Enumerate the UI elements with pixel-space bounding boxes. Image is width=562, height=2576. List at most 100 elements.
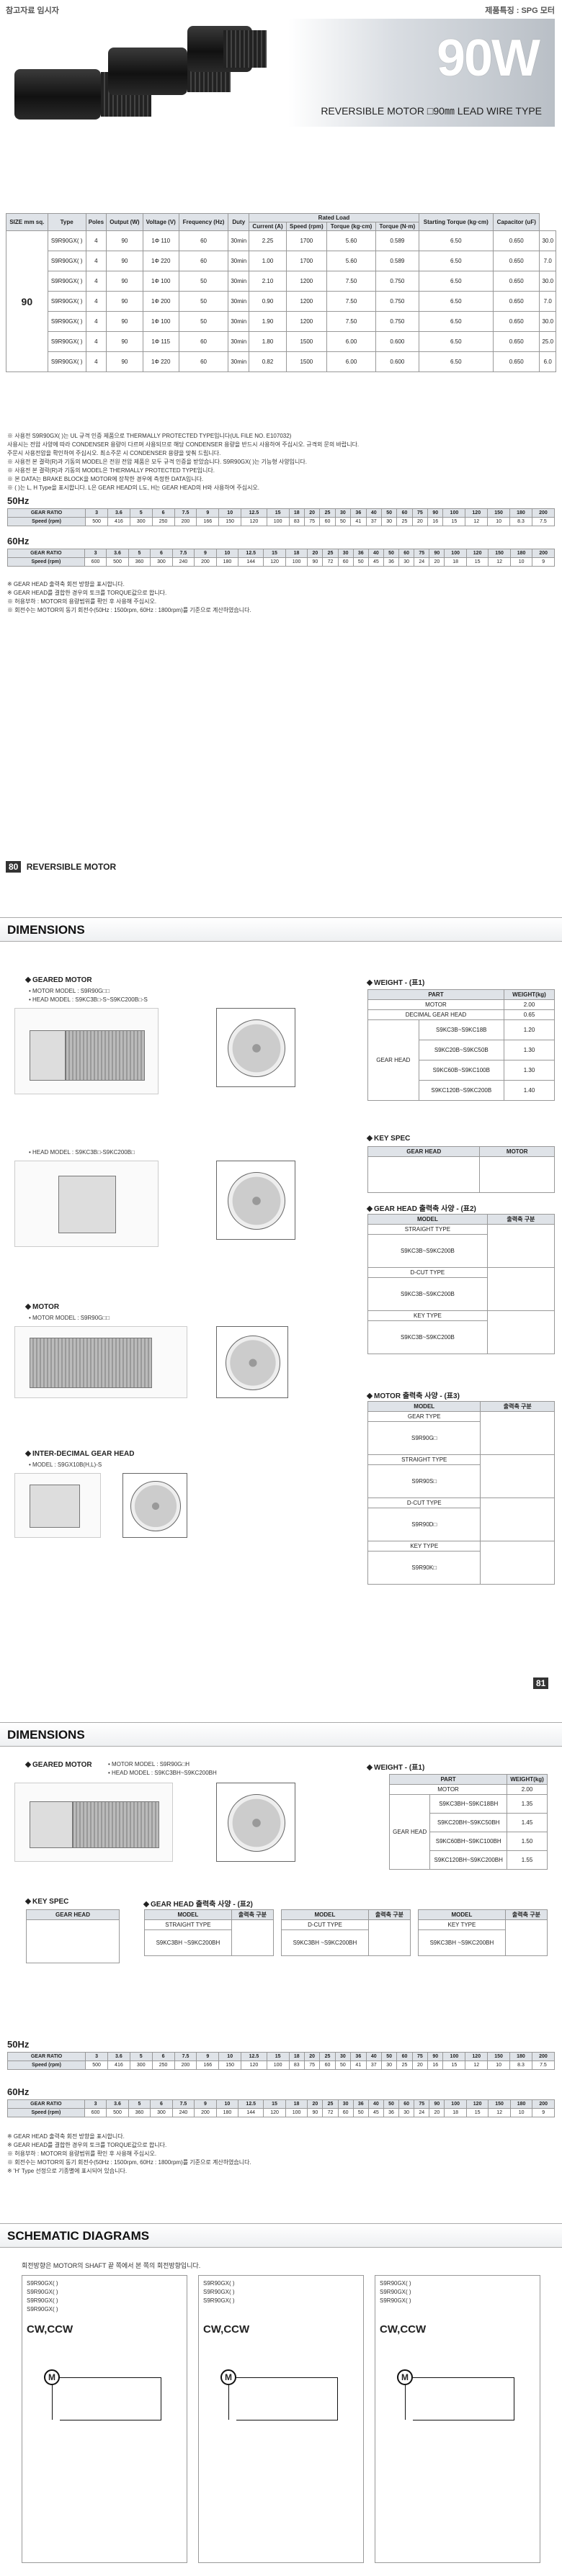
cw-ccw-label: CW,CCW <box>27 2323 73 2336</box>
note-line: ※ 허용부하 : MOTOR의 용량범위를 확인 후 사용해 주십시오. <box>7 598 157 605</box>
th-duty: Duty <box>228 213 250 231</box>
th-output: Output (W) <box>106 213 143 231</box>
page-footer-81: 81 <box>533 1677 551 1689</box>
note-line: 사용시는 전압 사양에 따라 CONDENSER 용량이 다르며 사용되므로 해… <box>7 441 360 448</box>
inter-decimal-face-drawing <box>122 1473 187 1538</box>
motor-drawing <box>14 1326 187 1398</box>
th-poles: Poles <box>85 213 107 231</box>
geared-motor-model-2: • MOTOR MODEL : S9R90G□H <box>108 1761 189 1767</box>
hz60-title: 60Hz <box>7 536 30 546</box>
th-size: SIZE mm sq. <box>6 213 48 231</box>
top-left-tag: 참고자료 임시자 <box>6 6 59 15</box>
weight-title-2: WEIGHT - (표1) <box>366 1761 424 1772</box>
motor-face-drawing <box>216 1326 288 1398</box>
geared-head-model-2: • HEAD MODEL : S9KC3BH~S9KC200BH <box>108 1770 217 1776</box>
diamond-icon <box>24 1303 32 1310</box>
weight-title: WEIGHT - (표1) <box>366 976 424 987</box>
note-line: ※ 회전수는 MOTOR의 동기 회전수(50Hz : 1500rpm, 60H… <box>7 2159 251 2166</box>
note-line: ※ 본 DATA는 BRAKE BLOCK을 MOTOR에 장착한 경우에 측정… <box>7 476 204 482</box>
note-line: ※ GEAR HEAD 출력축 회전 방향을 표시합니다. <box>7 2133 125 2140</box>
motor-label: MOTOR <box>24 1303 59 1311</box>
diamond-icon <box>24 1898 32 1905</box>
th-capacitor: Capacitor (uF) <box>493 213 540 231</box>
gear-out-title-2: GEAR HEAD 출력축 사양 - (표2) <box>143 1898 253 1909</box>
schematic-header: SCHEMATIC DIAGRAMS <box>0 2223 562 2248</box>
th-torque-kg: Torque (kg·cm) <box>326 222 377 231</box>
schematic-box-1: S9R90GX( ) S9R90GX( ) S9R90GX( ) S9R90GX… <box>22 2275 187 2563</box>
inter-decimal-label: INTER-DECIMAL GEAR HEAD <box>24 1450 134 1458</box>
geared-motor-face-drawing <box>216 1008 295 1087</box>
schematic-box-3: S9R90GX( ) S9R90GX( ) S9R90GX( ) CW,CCW … <box>375 2275 540 2563</box>
head-face-drawing <box>216 1161 295 1240</box>
note-line: ※ 허용부하 : MOTOR의 용량범위를 확인 후 사용해 주십시오. <box>7 2151 157 2157</box>
key-spec-title: KEY SPEC <box>366 1135 410 1143</box>
note-line: ※ ( )는 L, H Type을 표시합니다. L은 GEAR HEAD의 L… <box>7 485 260 491</box>
hz50b-title: 50Hz <box>7 2039 30 2050</box>
diamond-icon <box>143 1901 150 1908</box>
key-spec-table-2: GEAR HEAD <box>26 1909 120 1963</box>
diamond-icon <box>366 1764 373 1771</box>
motor-photo <box>7 19 281 127</box>
th-rated-load: Rated Load <box>249 213 419 222</box>
geared-motor-label: GEARED MOTOR <box>24 976 92 984</box>
page-number: 81 <box>533 1677 549 1689</box>
th-voltage: Voltage (V) <box>142 213 179 231</box>
diamond-icon <box>366 1392 373 1400</box>
hero-section: 참고자료 임시자 제품특징 : SPG 모터 90W REVERSIBLE MO… <box>0 0 562 130</box>
hero-banner: 90W REVERSIBLE MOTOR □90㎜ LEAD WIRE TYPE <box>288 19 555 127</box>
th-torque-nm: Torque (N·m) <box>375 222 419 231</box>
note-line: ※ GEAR HEAD 출력축 회전 방향을 표시합니다. <box>7 581 125 587</box>
diamond-icon <box>366 1135 373 1142</box>
geared-motor-drawing <box>14 1008 159 1094</box>
key-spec-title-2: KEY SPEC <box>24 1898 68 1906</box>
diamond-icon <box>366 1205 373 1212</box>
geared-motor-face-drawing-2 <box>216 1783 295 1862</box>
th-type: Type <box>47 213 86 231</box>
page-number: 80 <box>6 861 22 873</box>
geared-motor-drawing-2 <box>14 1783 173 1862</box>
gear-out-title: GEAR HEAD 출력축 사양 - (표2) <box>366 1202 476 1213</box>
schematic-box-2: S9R90GX( ) S9R90GX( ) S9R90GX( ) CW,CCW … <box>198 2275 364 2563</box>
dimensions-header: DIMENSIONS <box>0 917 562 942</box>
motor-model: • MOTOR MODEL : S9R90G□□ <box>29 1315 110 1321</box>
th-frequency: Frequency (Hz) <box>178 213 229 231</box>
hero-title: 90W <box>436 30 540 87</box>
geared-head-model: • HEAD MODEL : S9KC3B□-S~S9KC200B□-S <box>29 996 148 1003</box>
note-line: ※ 사용전 본 결락(R)과 기동의 MODEL은 THERMALLY PROT… <box>7 467 215 474</box>
note-line: 주문시 사용전압을 확인하여 주십시오. 최소주문 시 CONDENSER 용량… <box>7 450 221 456</box>
head-model-label: • HEAD MODEL : S9KC3B□-S9KC200B□ <box>29 1149 135 1156</box>
hz60b-title: 60Hz <box>7 2086 30 2097</box>
hero-subtitle: REVERSIBLE MOTOR □90㎜ LEAD WIRE TYPE <box>321 105 542 117</box>
note-line: ※ 회전수는 MOTOR의 동기 회전수(50Hz : 1500rpm, 60H… <box>7 607 251 613</box>
cw-ccw-label: CW,CCW <box>203 2323 250 2336</box>
cw-ccw-label: CW,CCW <box>380 2323 427 2336</box>
motor-symbol: M <box>397 2369 413 2385</box>
diamond-icon <box>24 1450 32 1457</box>
page-footer-80: 80 REVERSIBLE MOTOR <box>6 861 116 873</box>
note-line: ※ 사용전 S9R90GX( )는 UL 규격 인증 제품으로 THERMALL… <box>7 433 292 439</box>
hz-notes: ※ GEAR HEAD 출력축 회전 방향을 표시합니다. ※ GEAR HEA… <box>7 580 555 615</box>
note-line: ※ GEAR HEAD를 결합한 경우의 토크를 TORQUE값으로 합니다. <box>7 590 167 596</box>
section-title: DIMENSIONS <box>7 923 85 937</box>
diamond-icon <box>366 979 373 986</box>
spec-notes: ※ 사용전 S9R90GX( )는 UL 규격 인증 제품으로 THERMALL… <box>7 432 555 492</box>
th-starting-torque: Starting Torque (kg·cm) <box>418 213 494 231</box>
hz-notes-b: ※ GEAR HEAD 출력축 회전 방향을 표시합니다. ※ GEAR HEA… <box>7 2133 555 2176</box>
